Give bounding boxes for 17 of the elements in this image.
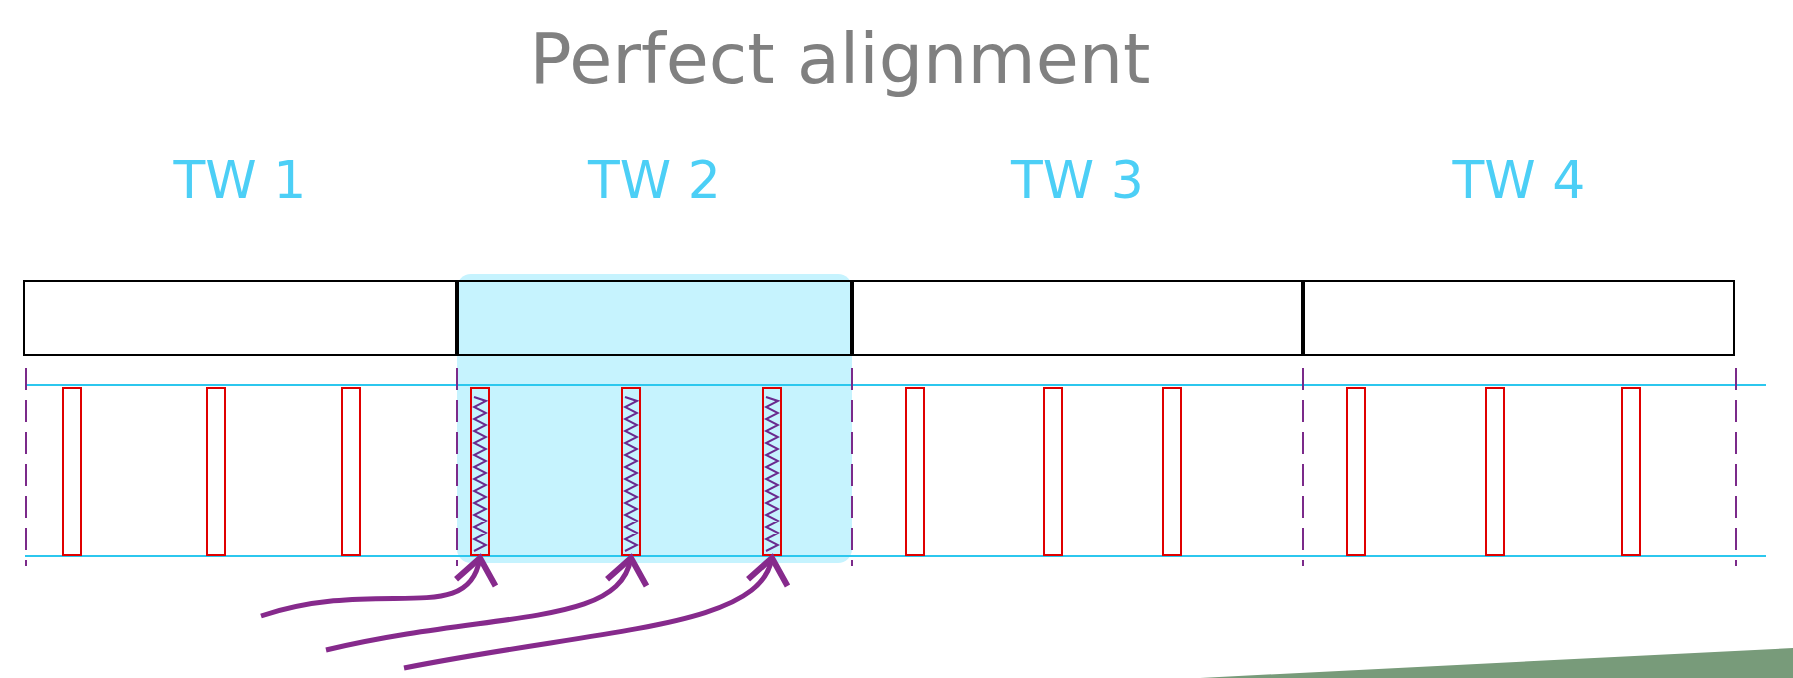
hatched-bar xyxy=(762,387,782,556)
sample-bar xyxy=(1162,387,1182,556)
window-label: TW 1 xyxy=(172,150,308,210)
sample-bar xyxy=(1485,387,1505,556)
window-label: TW 4 xyxy=(1451,150,1587,210)
sample-bar xyxy=(1043,387,1063,556)
sample-bar xyxy=(905,387,925,556)
sample-bar xyxy=(341,387,361,556)
hatched-bar xyxy=(470,387,490,556)
window-label: TW 3 xyxy=(1009,150,1145,210)
sample-bar xyxy=(62,387,82,556)
sample-bar xyxy=(1621,387,1641,556)
title: Perfect alignment xyxy=(528,18,1152,100)
sample-bar xyxy=(206,387,226,556)
hatched-bar xyxy=(621,387,641,556)
window-label: TW 2 xyxy=(586,150,722,210)
sample-bar xyxy=(1346,387,1366,556)
